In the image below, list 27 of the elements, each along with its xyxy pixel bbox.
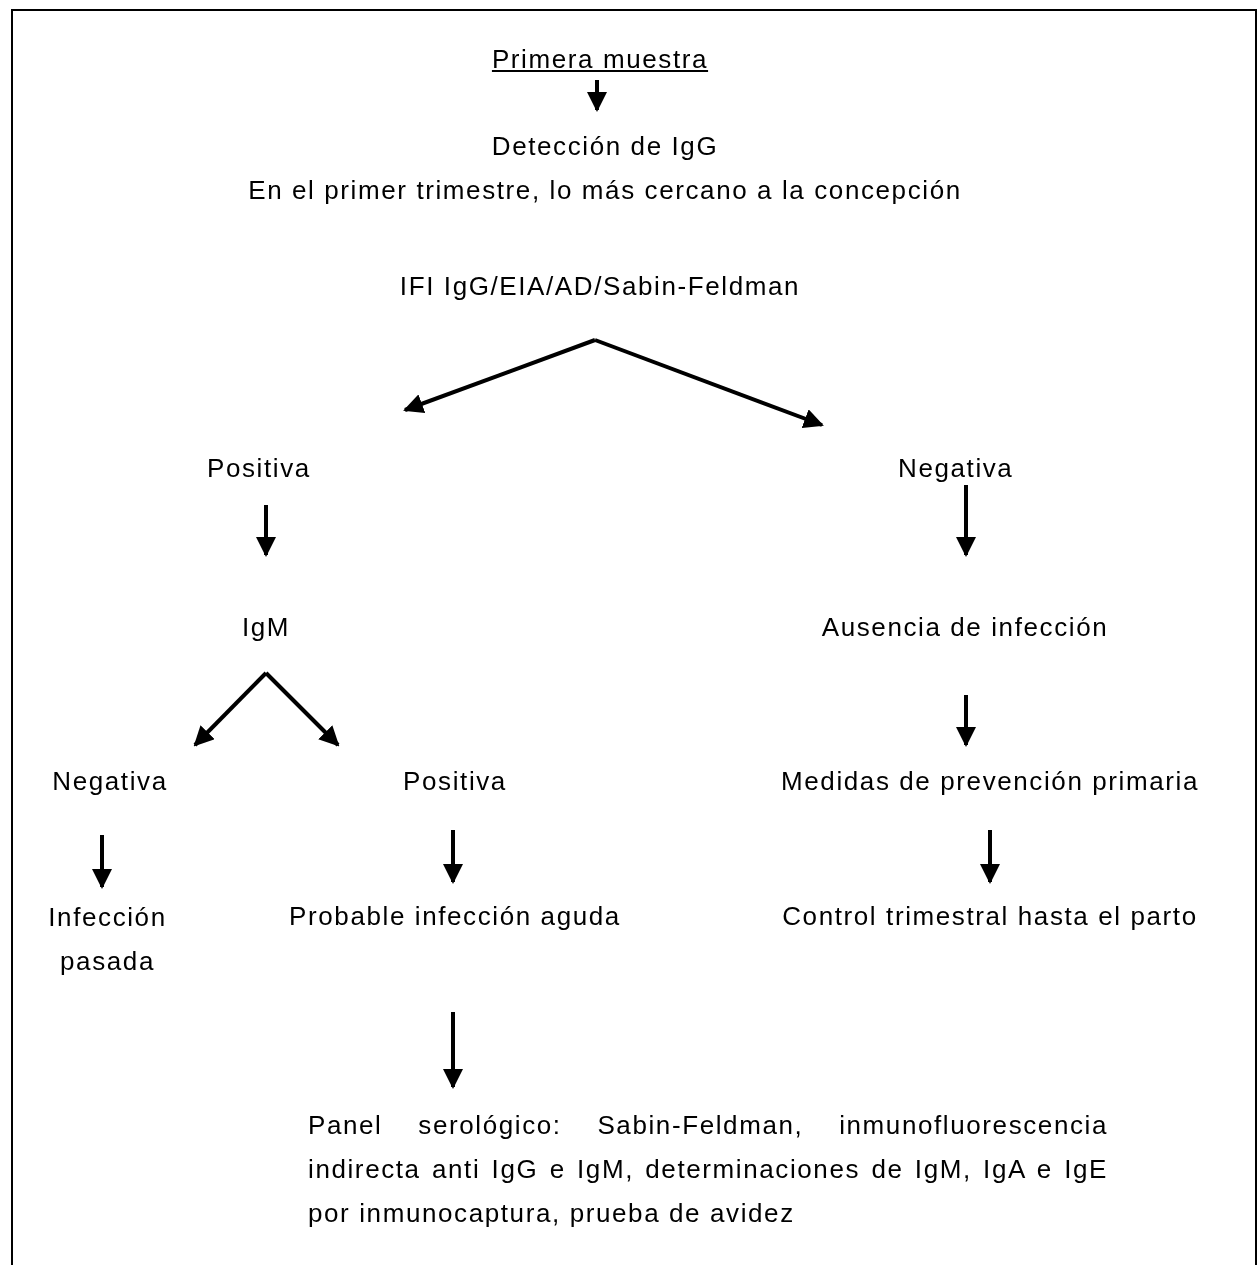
flow-step-text: Positiva bbox=[207, 452, 311, 485]
arrow bbox=[193, 671, 268, 747]
heading: Primera muestra bbox=[491, 43, 709, 76]
result-text: Panel serológico: Sabin-Feldman, inmunofluorescencia indirecta anti IgG e IgM, determinaciones de IgM, IgA e IgE por inmunocaptura, prueba de avidez bbox=[308, 1109, 1108, 1230]
flow-step-text: Negativa bbox=[52, 765, 168, 798]
arrow bbox=[256, 505, 276, 557]
arrow bbox=[956, 695, 976, 747]
flow-step-text: IFI IgG/EIA/AD/Sabin-Feldman bbox=[399, 270, 801, 303]
arrow bbox=[587, 80, 607, 112]
arrow bbox=[980, 830, 1000, 884]
flow-step-text: Detección de IgG bbox=[491, 130, 719, 163]
flow-step-text: En el primer trimestre, lo más cercano a la concepción bbox=[248, 174, 962, 207]
flow-step-text: Control trimestral hasta el parto bbox=[782, 900, 1198, 933]
arrow bbox=[92, 835, 112, 889]
arrow bbox=[956, 485, 976, 557]
arrow bbox=[443, 1012, 463, 1089]
flow-step-text: Medidas de prevención primaria bbox=[781, 765, 1199, 798]
flow-step-text: Negativa bbox=[898, 452, 1014, 485]
flow-step-text: Probable infección aguda bbox=[289, 900, 621, 933]
flow-step-text: Ausencia de infección bbox=[821, 611, 1109, 644]
arrow bbox=[403, 338, 596, 414]
arrow bbox=[594, 338, 824, 429]
flow-step-text: IgM bbox=[241, 611, 291, 644]
flow-step-text: Infección pasada bbox=[47, 901, 168, 978]
arrow bbox=[264, 671, 340, 747]
flow-step-text: Positiva bbox=[403, 765, 507, 798]
arrow bbox=[443, 830, 463, 884]
